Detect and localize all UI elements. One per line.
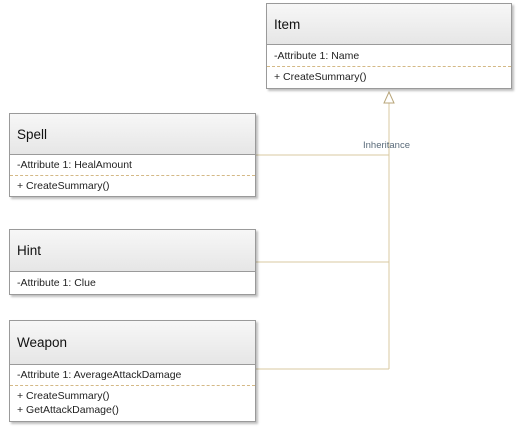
inheritance-label: Inheritance [363,140,410,151]
inheritance-arrowhead [383,90,395,104]
class-spell[interactable]: Spell -Attribute 1: HealAmount + CreateS… [9,113,256,197]
class-spell-operation-1: + CreateSummary() [17,180,110,192]
class-weapon-name: Weapon [10,321,255,365]
class-item-operation-1: + CreateSummary() [274,71,367,83]
class-item-attributes: -Attribute 1: Name [267,45,511,66]
class-weapon-operation-2: + GetAttackDamage() [17,404,119,416]
class-weapon-attributes: -Attribute 1: AverageAttackDamage [10,365,255,385]
class-weapon-operation-1: + CreateSummary() [17,390,110,402]
class-spell-name: Spell [10,114,255,155]
class-spell-attribute-1: -Attribute 1: HealAmount [17,159,132,171]
class-weapon-operations: + CreateSummary() + GetAttackDamage() [10,385,255,421]
class-item-name: Item [267,4,511,45]
class-hint-attribute-1: -Attribute 1: Clue [17,277,96,289]
class-item-operations: + CreateSummary() [267,66,511,88]
class-weapon-attribute-1: -Attribute 1: AverageAttackDamage [17,369,182,381]
class-hint-attributes: -Attribute 1: Clue [10,272,255,294]
class-weapon[interactable]: Weapon -Attribute 1: AverageAttackDamage… [9,320,256,422]
class-hint-name: Hint [10,230,255,272]
class-hint[interactable]: Hint -Attribute 1: Clue [9,229,256,295]
class-spell-operations: + CreateSummary() [10,175,255,196]
class-spell-attributes: -Attribute 1: HealAmount [10,155,255,175]
class-item-attribute-1: -Attribute 1: Name [274,49,360,62]
class-item[interactable]: Item -Attribute 1: Name + CreateSummary(… [266,3,512,89]
